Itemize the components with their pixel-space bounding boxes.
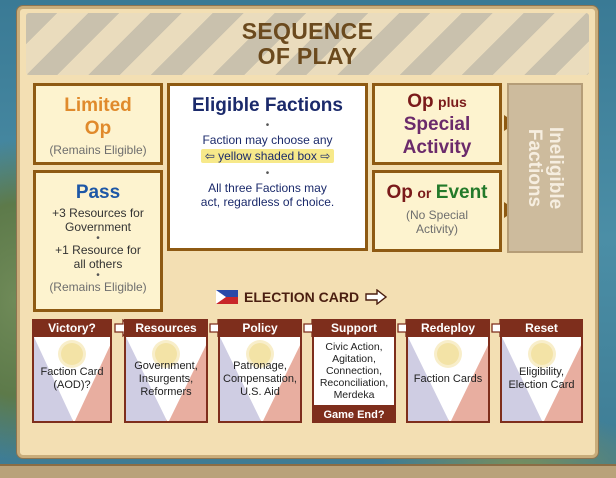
step-text-line: Eligibility, <box>518 366 564 378</box>
op-or-event-box[interactable]: Op or Event (No Special Activity) <box>372 170 502 252</box>
hazard-stripe-header <box>26 13 589 75</box>
eligible-separator-2: • <box>265 168 270 179</box>
step-body: Faction Card (AOD)? <box>32 337 112 423</box>
sun-icon <box>249 343 271 365</box>
pass-line-3: +1 Resource for <box>55 243 141 257</box>
eligible-line-3: All three Factions may <box>208 181 327 195</box>
pass-line-2: Government <box>64 220 132 234</box>
op-special-plus: plus <box>438 94 467 110</box>
step-text-line: U.S. Aid <box>240 385 280 398</box>
step-header: Reset <box>500 319 583 337</box>
op-event-note-1: (No Special <box>405 208 469 222</box>
step-text-line: Government, <box>134 359 198 372</box>
pass-heading: Pass <box>75 182 121 203</box>
philippine-flag-icon <box>216 290 238 304</box>
bottom-edge <box>0 464 616 478</box>
pass-line-4: all others <box>73 257 123 271</box>
limited-op-line-2: Op <box>84 118 112 139</box>
eligible-line-1: Faction may choose any <box>202 133 333 147</box>
sun-icon <box>530 343 553 365</box>
pass-separator-2: • <box>96 270 100 281</box>
game-end-label: Game End? <box>312 407 396 423</box>
op-event-or: or <box>417 185 432 201</box>
step-resources[interactable]: Resources Government, Insurgents, Reform… <box>124 319 208 439</box>
limited-op-box[interactable]: Limited Op (Remains Eligible) <box>33 83 163 165</box>
pass-box[interactable]: Pass +3 Resources for Government • +1 Re… <box>33 170 163 312</box>
step-redeploy[interactable]: Redeploy Faction Cards <box>406 319 490 439</box>
sun-icon <box>155 343 177 365</box>
step-text-line: Agitation, <box>332 353 376 365</box>
step-text-line: (AOD)? <box>53 379 91 391</box>
eligible-factions-heading: Eligible Factions <box>192 95 343 116</box>
step-body: Eligibility, Election Card <box>500 337 583 423</box>
step-header: Resources <box>124 319 208 337</box>
limited-op-note: (Remains Eligible) <box>49 143 147 157</box>
step-text-line: Connection, <box>325 365 383 377</box>
step-policy[interactable]: Policy Patronage, Compensation, U.S. Aid <box>218 319 302 439</box>
step-header: Redeploy <box>406 319 490 337</box>
step-support[interactable]: Support Civic Action, Agitation, Connect… <box>312 319 396 439</box>
title-line-2: OF PLAY <box>257 43 358 69</box>
step-text-line: Election Card <box>508 379 575 391</box>
outline-arrow-right-icon <box>365 289 388 305</box>
ineligible-factions-label: Ineligible Factions <box>524 127 566 209</box>
ineligible-line-2: Factions <box>524 128 545 208</box>
pass-line-1: +3 Resources for <box>52 206 144 220</box>
sun-icon <box>437 343 459 365</box>
op-event-op: Op <box>386 182 413 203</box>
step-text-line: Faction Cards <box>413 372 483 385</box>
step-text-line: Reformers <box>140 385 192 398</box>
op-special-special: Special <box>403 114 471 135</box>
step-header: Victory? <box>32 319 112 337</box>
eligible-factions-box: Eligible Factions • Faction may choose a… <box>167 83 368 251</box>
step-text-line: Patronage, <box>233 359 287 372</box>
step-text-line: Civic Action, <box>325 341 383 353</box>
pass-note: (Remains Eligible) <box>49 280 147 294</box>
step-text-line: Reconciliation, <box>319 377 389 389</box>
op-plus-special-activity-box[interactable]: Op plus Special Activity <box>372 83 502 165</box>
ineligible-factions-box: Ineligible Factions <box>507 83 583 253</box>
step-text-line: Merdeka <box>333 389 375 401</box>
title-line-1: SEQUENCE <box>241 18 374 44</box>
step-reset[interactable]: Reset Eligibility, Election Card <box>500 319 583 439</box>
sequence-of-play-panel: SEQUENCE OF PLAY Limited Op (Remains Eli… <box>17 6 598 458</box>
op-special-activity: Activity <box>402 137 472 158</box>
step-body: Patronage, Compensation, U.S. Aid <box>218 337 302 423</box>
step-text-line: Compensation, <box>223 372 297 385</box>
step-body: Government, Insurgents, Reformers <box>124 337 208 423</box>
election-card-label: ELECTION CARD <box>244 289 360 305</box>
election-card-marker: ELECTION CARD <box>216 287 388 307</box>
eligible-line-4: act, regardless of choice. <box>200 195 335 209</box>
eligible-separator-1: • <box>265 120 270 131</box>
panel-title: SEQUENCE OF PLAY <box>20 19 595 69</box>
pass-separator-1: • <box>96 233 100 244</box>
step-body: Faction Cards <box>406 337 490 423</box>
op-special-op: Op <box>407 91 434 112</box>
step-text-line: Insurgents, <box>138 372 194 385</box>
yellow-shaded-box-hint: ⇦ yellow shaded box ⇨ <box>200 149 335 163</box>
step-header: Policy <box>218 319 302 337</box>
sun-icon <box>61 343 83 365</box>
sequence-steps-row: Victory? Faction Card (AOD)? Resources <box>32 319 583 445</box>
step-victory[interactable]: Victory? Faction Card (AOD)? <box>32 319 112 439</box>
step-text-line: Faction Card <box>40 366 104 378</box>
limited-op-line-1: Limited <box>64 95 132 116</box>
step-body: Civic Action, Agitation, Connection, Rec… <box>312 337 396 407</box>
ineligible-line-1: Ineligible <box>545 126 566 210</box>
op-event-note-2: Activity) <box>416 222 458 236</box>
op-event-event: Event <box>435 182 488 203</box>
step-header: Support <box>312 319 396 337</box>
